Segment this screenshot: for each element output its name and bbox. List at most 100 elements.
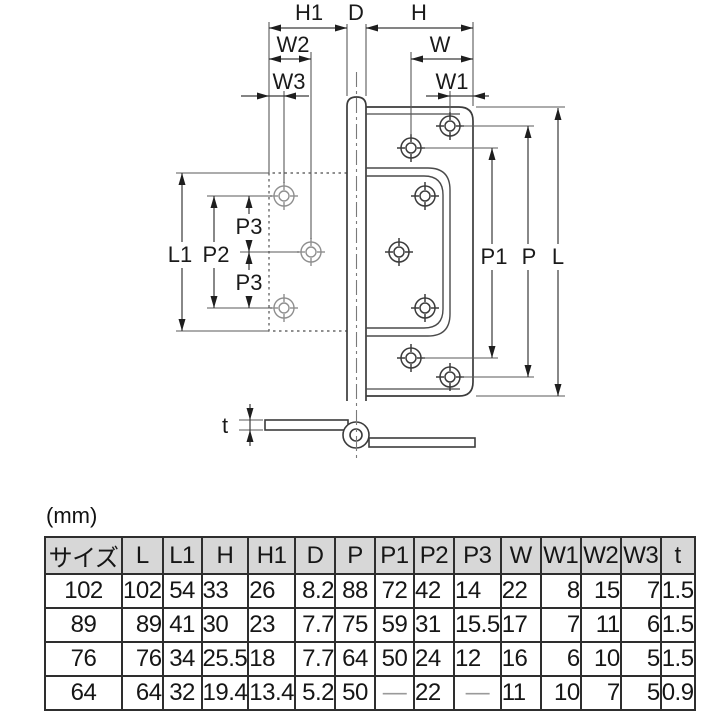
column-header-h1: H1 xyxy=(247,536,296,575)
cell-w3: 7 xyxy=(619,573,662,609)
cell-l1: 34 xyxy=(161,641,203,677)
cell-l: 64 xyxy=(121,675,164,711)
cell-w3: 5 xyxy=(619,675,662,711)
cell-p2: 24 xyxy=(412,641,455,677)
screw-hole xyxy=(396,133,426,163)
units-note: (mm) xyxy=(46,503,98,528)
cell-w3: 5 xyxy=(619,641,662,677)
cell-p2: 31 xyxy=(412,607,455,643)
label-t: t xyxy=(222,413,228,438)
cell-size: 64 xyxy=(44,675,123,711)
cell-p2: 22 xyxy=(412,675,455,711)
column-header-w2: W2 xyxy=(579,536,622,575)
cell-h1: 13.4 xyxy=(247,675,296,711)
cell-h: 33 xyxy=(200,573,250,609)
no-value-dash: — xyxy=(465,679,490,706)
label-p3-upper: P3 xyxy=(236,214,263,239)
label-h: H xyxy=(411,0,427,25)
cell-p1: 50 xyxy=(373,641,415,677)
column-header-w3: W3 xyxy=(619,536,662,575)
cell-t: 1.5 xyxy=(659,607,696,643)
label-p1: P1 xyxy=(481,244,508,269)
label-w: W xyxy=(430,32,451,57)
cell-l1: 54 xyxy=(161,573,203,609)
screw-hole xyxy=(269,181,299,211)
cell-w: 17 xyxy=(499,607,542,643)
label-p: P xyxy=(522,244,537,269)
cell-d: 8.2 xyxy=(293,573,336,609)
label-l1: L1 xyxy=(168,242,192,267)
cell-h1: 18 xyxy=(247,641,296,677)
label-w1: W1 xyxy=(436,69,469,94)
screw-hole xyxy=(410,293,440,323)
side-view-right-leaf xyxy=(368,437,476,448)
cell-t: 1.5 xyxy=(659,641,696,677)
cell-h1: 23 xyxy=(247,607,296,643)
cell-p3: 12 xyxy=(452,641,502,677)
screw-hole xyxy=(296,237,326,267)
cell-d: 7.7 xyxy=(293,607,336,643)
cell-p1: — xyxy=(373,675,415,711)
screw-hole xyxy=(435,111,465,141)
column-header-w: W xyxy=(499,536,542,575)
screw-hole xyxy=(384,237,414,267)
cell-size: 102 xyxy=(44,573,123,609)
cell-w2: 10 xyxy=(579,641,622,677)
cell-h: 30 xyxy=(200,607,250,643)
cell-w2: 11 xyxy=(579,607,622,643)
cell-h: 25.5 xyxy=(200,641,250,677)
screw-hole xyxy=(435,362,465,392)
column-header-h: H xyxy=(200,536,250,575)
front-view xyxy=(268,96,474,401)
cell-p1: 72 xyxy=(373,573,415,609)
cell-p: 88 xyxy=(333,573,376,609)
cell-w: 11 xyxy=(499,675,542,711)
label-l: L xyxy=(552,244,564,269)
label-w2: W2 xyxy=(277,32,310,57)
cell-p3: — xyxy=(452,675,502,711)
cell-w2: 15 xyxy=(579,573,622,609)
column-header-size: サイズ xyxy=(44,536,123,575)
cell-p2: 42 xyxy=(412,573,455,609)
screw-hole xyxy=(410,181,440,211)
cell-size: 89 xyxy=(44,607,123,643)
embossed-pad-outer xyxy=(366,167,451,337)
column-header-p3: P3 xyxy=(452,536,502,575)
column-header-p2: P2 xyxy=(412,536,455,575)
cell-w1: 6 xyxy=(539,641,582,677)
label-d: D xyxy=(348,0,364,25)
label-p2: P2 xyxy=(203,242,230,267)
cell-t: 1.5 xyxy=(659,573,696,609)
dimension-labels: H1 D H W2 W W3 W1 L1 P2 P3 P3 P1 P L t xyxy=(163,0,571,438)
cell-p: 64 xyxy=(333,641,376,677)
cell-d: 5.2 xyxy=(293,675,336,711)
label-p3-lower: P3 xyxy=(236,270,263,295)
hinge-dimension-diagram: H1 D H W2 W W3 W1 L1 P2 P3 P3 P1 P L t xyxy=(163,0,571,461)
screw-hole xyxy=(396,343,426,373)
cell-w: 22 xyxy=(499,573,542,609)
cell-t: 0.9 xyxy=(659,675,696,711)
cell-p: 50 xyxy=(333,675,376,711)
column-header-t: t xyxy=(659,536,696,575)
cell-p3: 14 xyxy=(452,573,502,609)
screw-hole xyxy=(269,293,299,323)
label-h1: H1 xyxy=(295,0,323,25)
cell-p: 75 xyxy=(333,607,376,643)
cell-p1: 59 xyxy=(373,607,415,643)
cell-w1: 7 xyxy=(539,607,582,643)
cell-w2: 7 xyxy=(579,675,622,711)
cell-w1: 8 xyxy=(539,573,582,609)
hinge-pin xyxy=(346,96,367,401)
side-view-left-leaf xyxy=(264,419,349,431)
cell-h: 19.4 xyxy=(200,675,250,711)
column-header-l: L xyxy=(121,536,164,575)
side-view xyxy=(264,419,476,449)
column-header-p: P xyxy=(333,536,376,575)
cell-l: 76 xyxy=(121,641,164,677)
